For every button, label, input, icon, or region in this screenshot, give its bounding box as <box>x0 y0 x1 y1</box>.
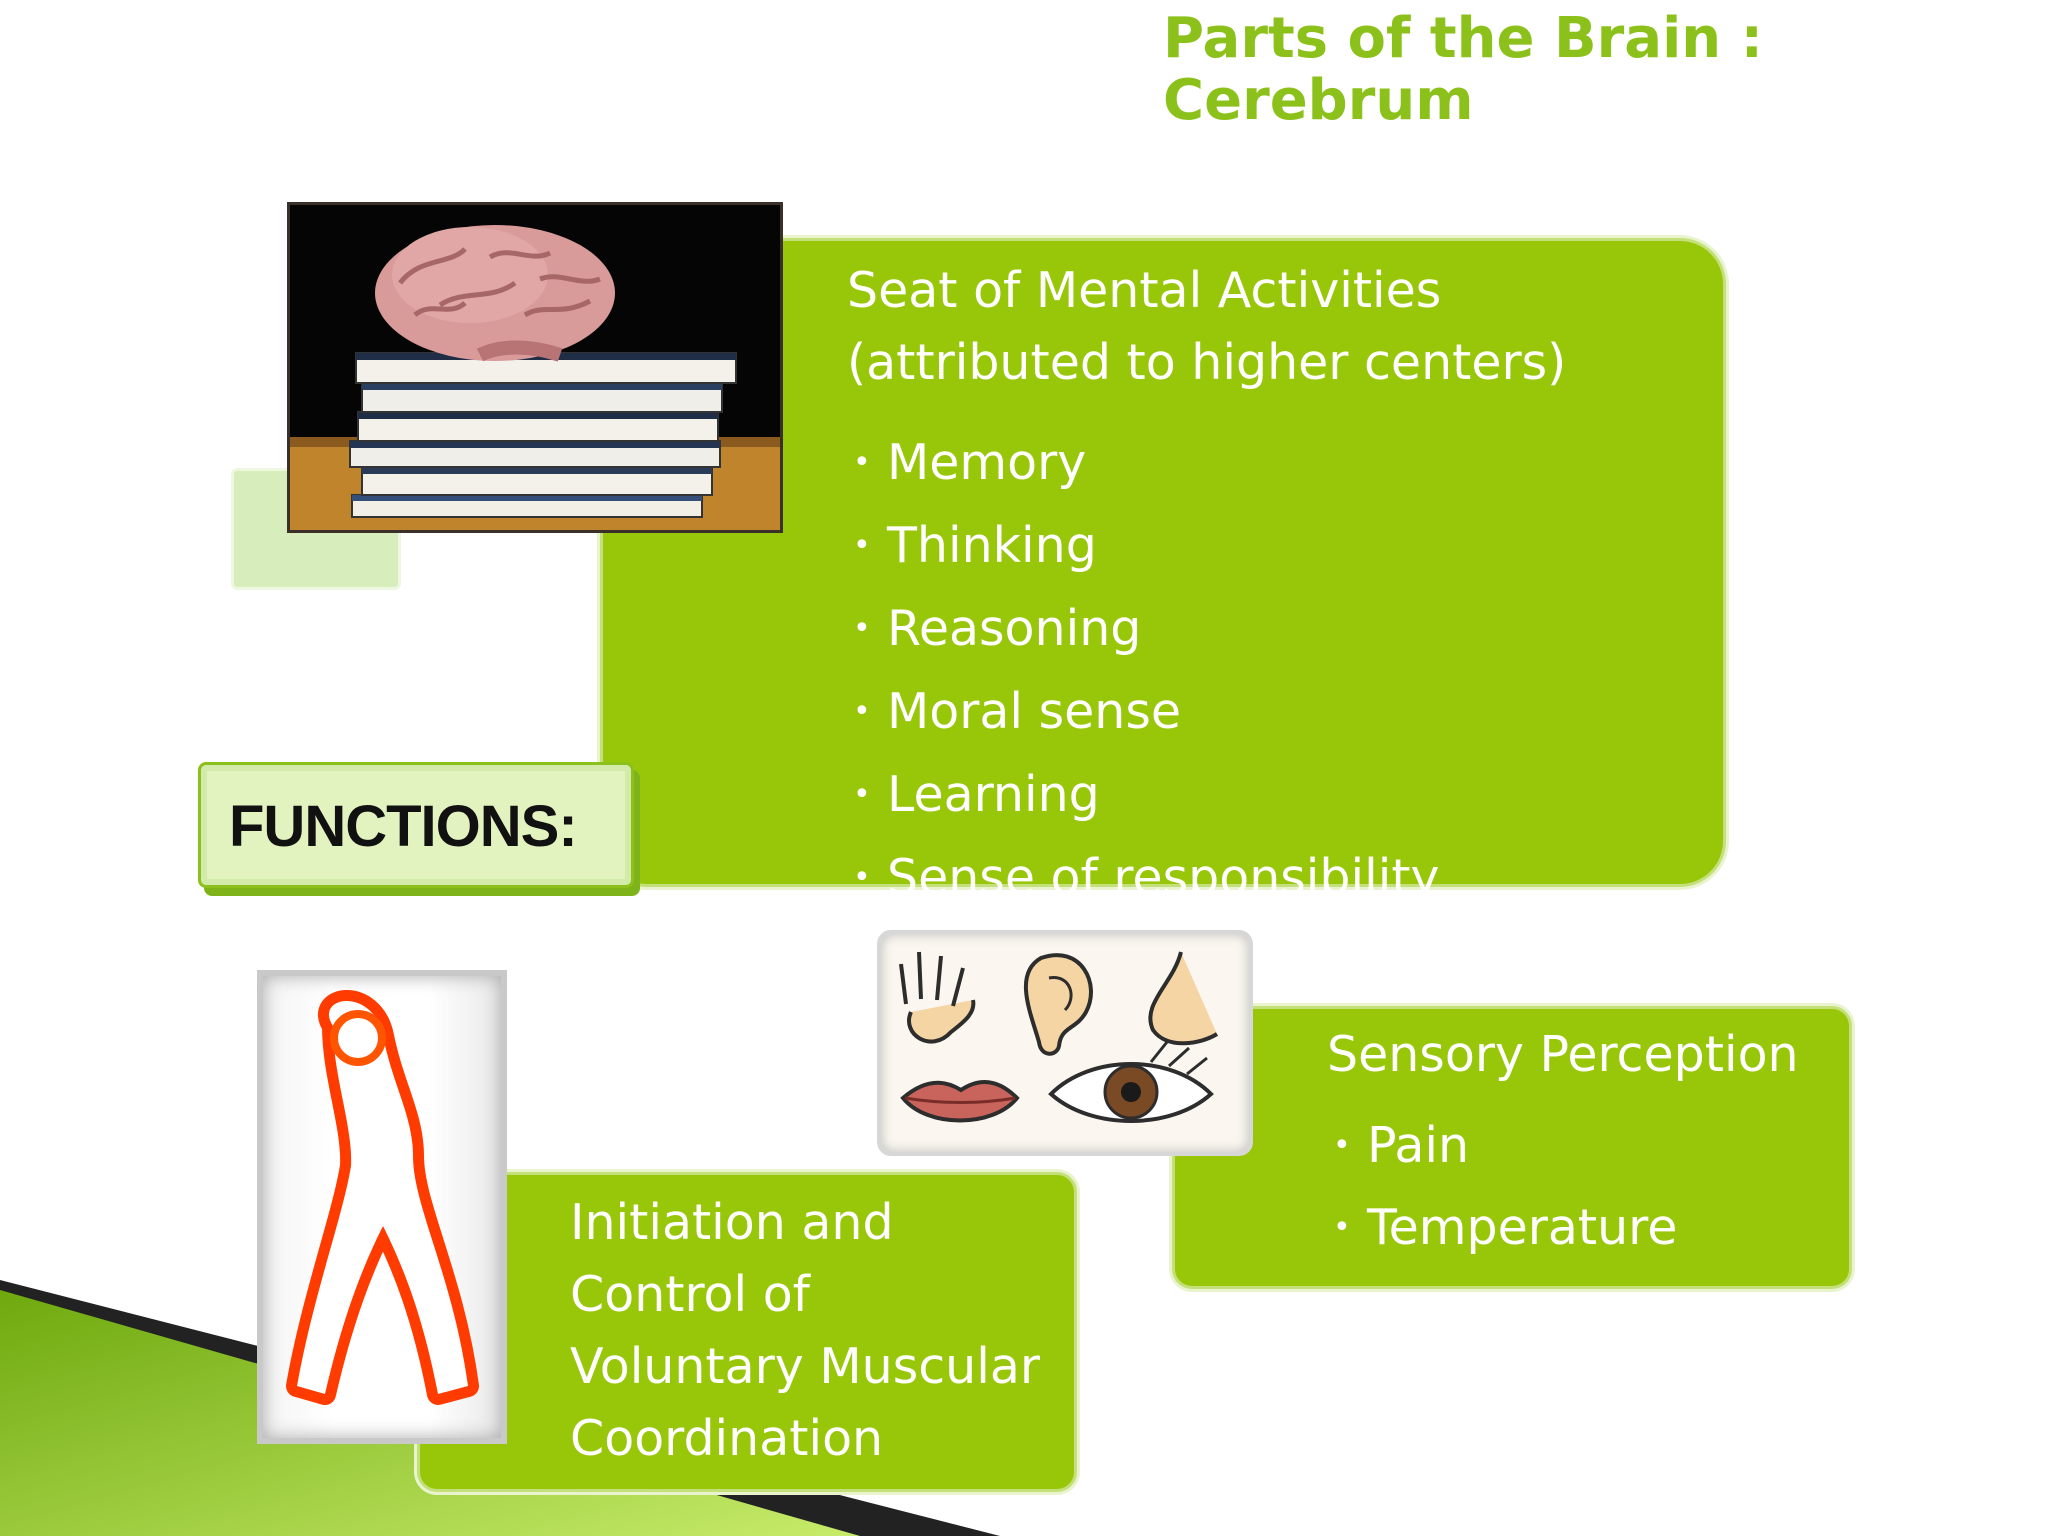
mental-heading-line-1: Seat of Mental Activities <box>847 262 1442 319</box>
mental-activities-box: Seat of Mental Activities (attributed to… <box>600 238 1726 906</box>
sensory-heading: Sensory Perception <box>1327 1026 1799 1083</box>
list-item: •Learning <box>853 766 1100 823</box>
mental-heading-line-2: (attributed to higher centers) <box>847 334 1567 391</box>
list-item: •Memory <box>853 434 1087 491</box>
list-item: •Pain <box>1333 1117 1470 1174</box>
motor-line-1: Initiation and <box>570 1194 894 1251</box>
brain-on-books-image <box>287 202 783 533</box>
motor-line-3: Voluntary Muscular <box>570 1338 1041 1395</box>
five-senses-image <box>877 930 1253 1156</box>
list-item: •Thinking <box>853 517 1097 574</box>
list-item: •Sense of responsibility <box>853 849 1440 906</box>
slide-title: Parts of the Brain : Cerebrum <box>1163 8 1963 132</box>
motor-line-2: Control of <box>570 1266 810 1323</box>
title-line-2: Cerebrum <box>1163 68 1474 133</box>
stretching-figure-image <box>257 970 507 1444</box>
sensory-perception-box: Sensory Perception •Pain •Temperature <box>1172 1006 1852 1289</box>
list-item: •Moral sense <box>853 683 1182 740</box>
motor-coordination-box: Initiation and Control of Voluntary Musc… <box>417 1172 1077 1492</box>
functions-label-text: FUNCTIONS: <box>229 794 578 859</box>
mental-activities-list: •Memory •Thinking •Reasoning •Moral sens… <box>847 421 1707 919</box>
title-line-1: Parts of the Brain : <box>1163 6 1764 71</box>
functions-label: FUNCTIONS: <box>198 762 634 888</box>
motor-line-4: Coordination <box>570 1410 884 1467</box>
sensory-list: •Pain •Temperature <box>1327 1105 1847 1269</box>
list-item: •Temperature <box>1333 1199 1678 1256</box>
list-item: •Reasoning <box>853 600 1142 657</box>
